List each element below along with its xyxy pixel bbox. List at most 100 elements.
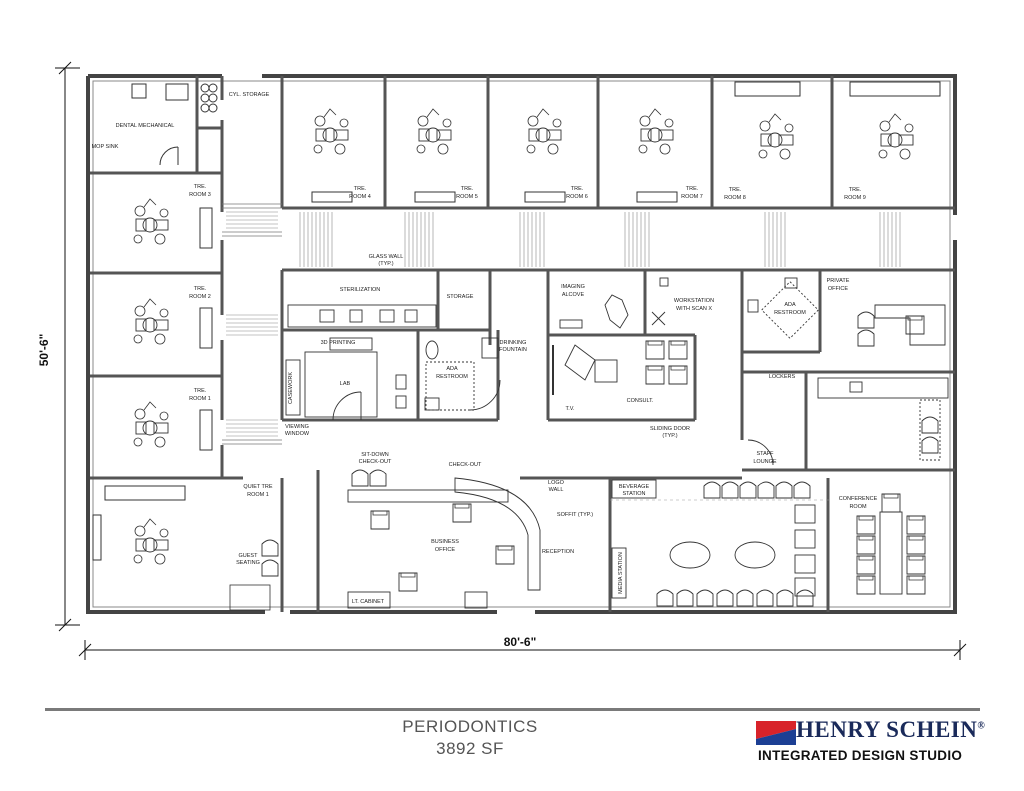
tre-room-3-label-1: TRE. [194,184,207,190]
tre-room-7-chair [636,108,678,203]
drinking-fountain-label-2: FOUNTAIN [499,347,527,353]
business-office-furniture [347,469,541,609]
conference-label-2: ROOM [849,504,867,510]
sliding-door-label-2: (TYP.) [662,433,677,439]
room-labels: DENTAL MECHANICAL MOP SINK CYL. STORAGE … [92,92,878,605]
tre-room-2-label-2: ROOM 2 [189,294,211,300]
dental-mechanical-label: DENTAL MECHANICAL [116,123,175,129]
ada-restroom-2-label-1: ADA [784,302,796,308]
staff-lounge-label-2: LOUNGE [753,459,777,465]
private-office-furniture [857,304,946,347]
tre-room-7-label-1: TRE. [686,186,699,192]
tre-room-1-label-1: TRE. [194,388,207,394]
casework-label: CASEWORK [288,372,294,404]
tre-room-9-label-2: ROOM 9 [844,195,866,201]
lab-label: LAB [340,381,351,387]
tre-room-4-chair [311,108,353,203]
tre-room-9-chair [849,81,941,160]
sliding-door-label-1: SLIDING DOOR [650,426,690,432]
mop-sink-label: MOP SINK [92,144,119,150]
tre-room-2-label-1: TRE. [194,286,207,292]
plan-area: 3892 SF [436,739,504,758]
glass-walls [222,203,282,445]
ada-restroom-2-label-2: RESTROOM [774,310,806,316]
viewing-window-label-1: VIEWING [285,424,309,430]
printing-label: 3D PRINTING [321,340,356,346]
workstation-label-1: WORKSTATION [674,298,714,304]
exterior-walls-inner [92,80,951,608]
mechanical-equipment [131,83,218,166]
media-station-label: MEDIA STATION [618,552,624,594]
exterior-walls [86,74,957,614]
ada-restroom-1-label-2: RESTROOM [436,374,468,380]
height-dimension [55,61,80,632]
conference-furniture [856,493,926,595]
tre-room-4-label-1: TRE. [354,186,367,192]
consult-label: CONSULT. [627,398,654,404]
quiet-room-chair [92,485,186,565]
reception-label: RECEPTION [542,549,574,555]
tre-room-1-chair [133,401,213,451]
tre-room-3-chair [133,198,213,249]
private-office-label-1: PRIVATE [827,278,850,284]
brand-subtitle: INTEGRATED DESIGN STUDIO [758,748,963,763]
viewing-window-label-2: WINDOW [285,431,310,437]
quiet-tre-label-2: ROOM 1 [247,492,269,498]
henry-schein-flag-icon [756,721,796,745]
plan-title: PERIODONTICS [402,717,538,736]
corridor-glass [299,212,901,267]
tre-room-9-label-1: TRE. [849,187,862,193]
tre-room-6-label-1: TRE. [571,186,584,192]
glass-wall-label-2: (TYP.) [378,261,393,267]
ada-restroom-1-fixtures [424,340,501,411]
ada-restroom-1-label-1: ADA [446,366,458,372]
conference-label-1: CONFERENCE [839,496,878,502]
soffit-label: SOFFIT (TYP.) [557,512,593,518]
consult-furniture [552,340,688,395]
tre-room-3-label-2: ROOM 3 [189,192,211,198]
footer-divider [45,708,980,711]
tre-room-1-label-2: ROOM 1 [189,396,211,402]
height-dimension-label: 50'-6" [37,334,51,367]
width-dimension-label: 80'-6" [504,635,537,649]
private-office-label-2: OFFICE [828,286,848,292]
guest-seating-label-1: GUEST [239,553,259,559]
registered-mark: ® [977,720,986,732]
imaging-label-1: IMAGING [561,284,585,290]
reception-seating [610,479,830,607]
cyl-storage-label: CYL. STORAGE [229,92,270,98]
ada-restroom-2-fixtures [747,277,819,339]
sitdown-label-2: CHECK-OUT [359,459,392,465]
guest-seating-furniture [229,539,279,611]
tre-room-5-label-2: ROOM 5 [456,194,478,200]
drinking-fountain-label-1: DRINKING [500,340,527,346]
width-dimension [78,640,967,660]
business-office-label-2: OFFICE [435,547,455,553]
lab-casework [285,337,407,421]
floor-plan: 50'-6" 80'-6" [37,61,967,660]
tre-room-6-chair [524,108,566,203]
workstation-furniture [651,277,669,326]
left-hatches [226,211,278,437]
henry-schein-logo: HENRY SCHEIN® INTEGRATED DESIGN STUDIO [752,717,992,767]
guest-seating-label-2: SEATING [236,560,260,566]
tre-room-8-label-1: TRE. [729,187,742,193]
sterilization-label: STERILIZATION [340,287,381,293]
staff-lounge-furniture [747,377,949,466]
quiet-tre-label-1: QUIET TRE [243,484,272,490]
drinking-fountain [481,337,499,359]
tre-room-4-label-2: ROOM 4 [349,194,371,200]
tre-room-8-chair [734,81,801,160]
beverage-label-2: STATION [622,491,645,497]
lt-cabinet-label: LT. CABINET [352,599,385,605]
tv-label: T.V. [566,406,575,412]
tre-room-7-label-2: ROOM 7 [681,194,703,200]
interior-walls [90,76,955,612]
imaging-label-2: ALCOVE [562,292,585,298]
workstation-label-2: WITH SCAN X [676,306,712,312]
staff-lounge-label-1: STAFF [756,451,774,457]
checkout-label: CHECK-OUT [449,462,482,468]
storage-label: STORAGE [447,294,474,300]
business-office-label-1: BUSINESS [431,539,459,545]
tre-room-8-label-2: ROOM 8 [724,195,746,201]
